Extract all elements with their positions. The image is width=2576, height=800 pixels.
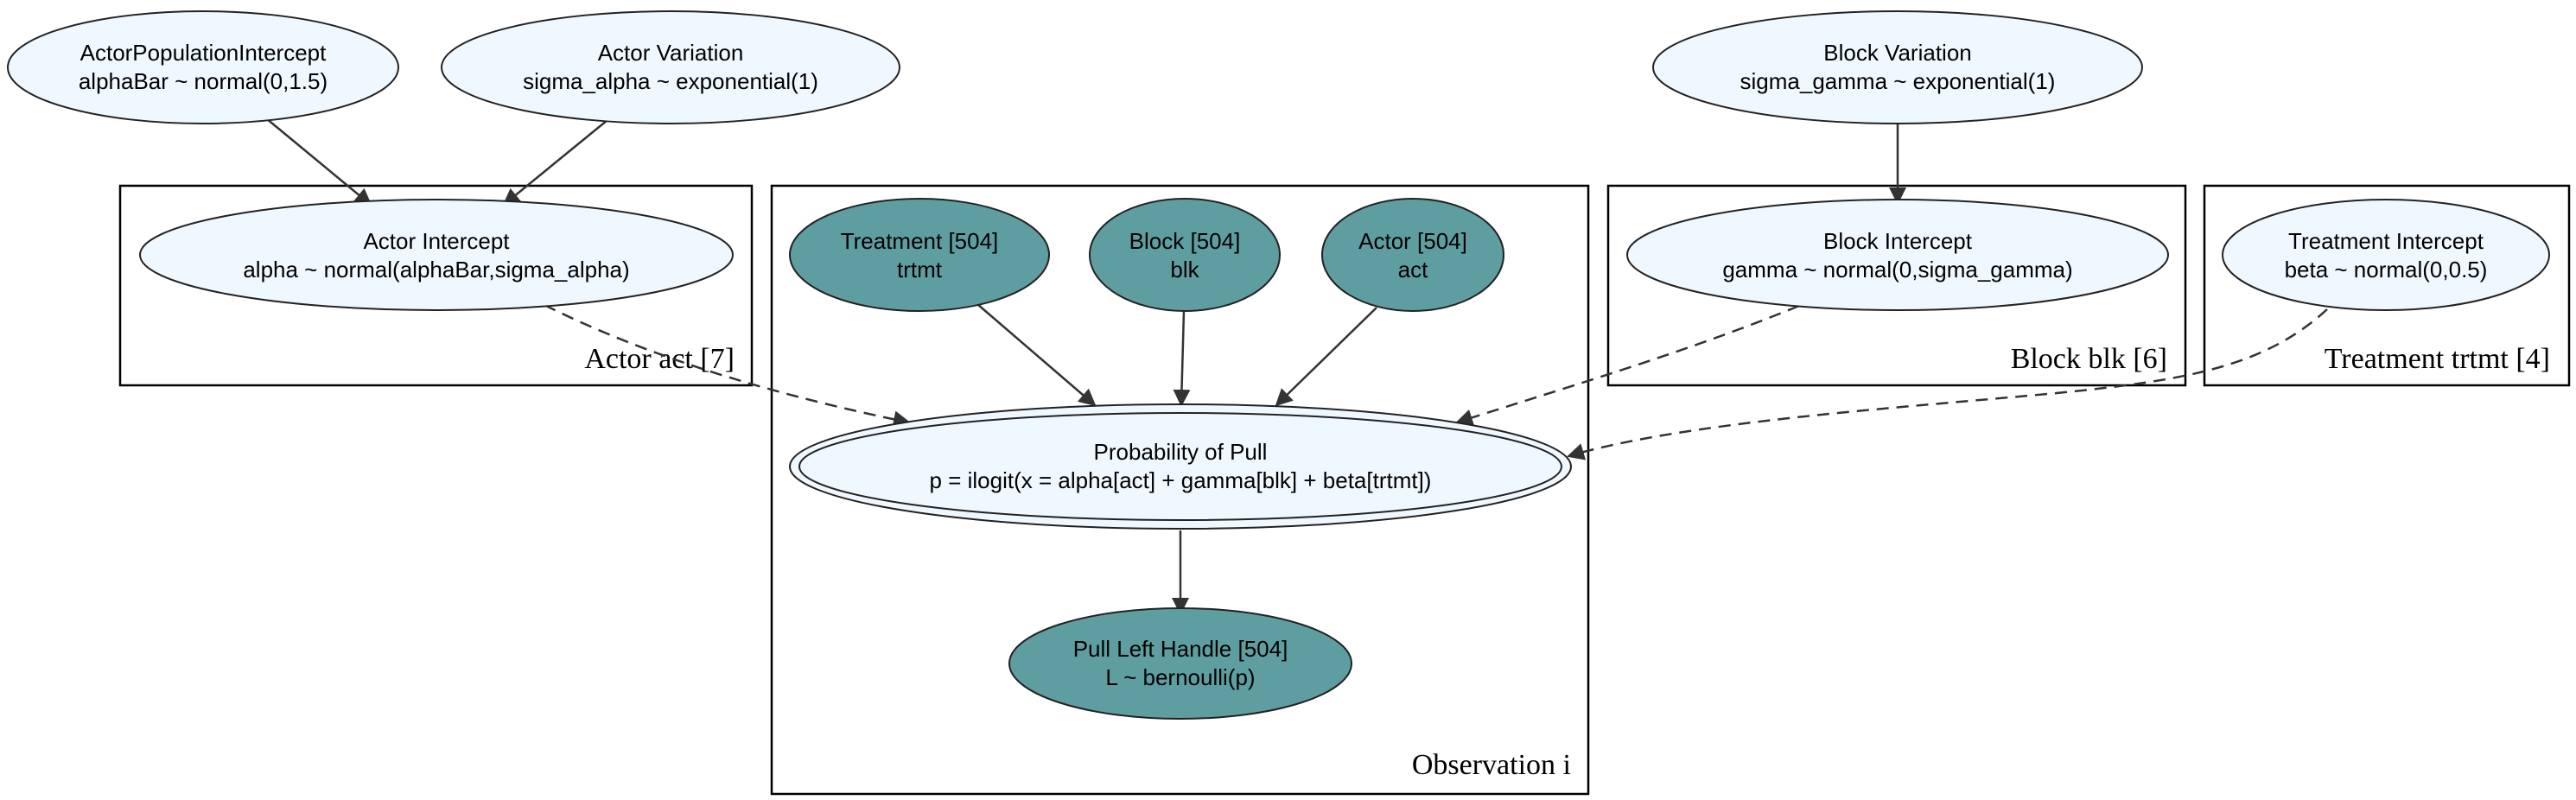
node-pull-left-handle: Pull Left Handle [504] L ~ bernoulli(p) xyxy=(1008,607,1352,720)
node-actor-population-intercept: ActorPopulationIntercept alphaBar ~ norm… xyxy=(7,10,399,124)
node-actor-variation-title: Actor Variation xyxy=(598,40,744,66)
node-actor-variation-formula: sigma_alpha ~ exponential(1) xyxy=(523,68,818,94)
node-actor-intercept-formula: alpha ~ normal(alphaBar,sigma_alpha) xyxy=(243,257,629,283)
node-treatment-intercept-title: Treatment Intercept xyxy=(2288,228,2484,254)
edge-block-to-probability xyxy=(1173,310,1191,407)
node-treatment-intercept-formula: beta ~ normal(0,0.5) xyxy=(2285,257,2488,283)
node-treatment-intercept: Treatment Intercept beta ~ normal(0,0.5) xyxy=(2222,199,2550,311)
node-block-intercept-title: Block Intercept xyxy=(1823,228,1973,254)
node-block-intercept: Block Intercept gamma ~ normal(0,sigma_g… xyxy=(1626,199,2169,311)
edge-block-intercept-to-probability xyxy=(1455,304,1800,427)
plate-block: Block blk [6] xyxy=(1606,184,2187,387)
node-pull-left-handle-formula: L ~ bernoulli(p) xyxy=(1105,664,1255,690)
node-block: Block [504] blk xyxy=(1089,198,1281,312)
node-actor-intercept: Actor Intercept alpha ~ normal(alphaBar,… xyxy=(139,199,734,311)
node-block-title: Block [504] xyxy=(1129,228,1241,254)
node-actor-population-intercept-title: ActorPopulationIntercept xyxy=(80,40,328,66)
node-treatment-variable: trtmt xyxy=(897,257,943,283)
node-block-variable: blk xyxy=(1170,257,1199,283)
plate-block-label: Block blk [6] xyxy=(2011,343,2167,375)
plate-treatment: Treatment trtmt [4] xyxy=(2203,184,2571,387)
edge-treatment-to-probability xyxy=(976,303,1097,407)
plate-actor-label: Actor act [7] xyxy=(584,343,735,375)
node-actor-title: Actor [504] xyxy=(1358,228,1467,254)
node-block-intercept-formula: gamma ~ normal(0,sigma_gamma) xyxy=(1722,257,2072,283)
node-actor-population-intercept-formula: alphaBar ~ normal(0,1.5) xyxy=(79,68,328,94)
edge-actor-population-to-actor-intercept xyxy=(265,117,372,206)
edge-actor-intercept-to-probability xyxy=(544,303,911,429)
node-probability-of-pull: Probability of Pull p = ilogit(x = alpha… xyxy=(789,403,1572,530)
node-actor: Actor [504] act xyxy=(1321,198,1504,312)
edge-treatment-intercept-to-probability xyxy=(1567,308,2328,460)
edge-actor-to-probability xyxy=(1275,307,1377,407)
node-actor-variable: act xyxy=(1398,257,1428,283)
node-block-variation: Block Variation sigma_gamma ~ exponentia… xyxy=(1652,10,2143,124)
node-treatment-title: Treatment [504] xyxy=(841,228,999,254)
edge-actor-variation-to-actor-intercept xyxy=(502,119,608,206)
node-probability-of-pull-title: Probability of Pull xyxy=(1094,439,1268,465)
plate-observation-label: Observation i xyxy=(1412,749,1571,781)
node-actor-intercept-title: Actor Intercept xyxy=(363,228,510,254)
plate-actor: Actor act [7] xyxy=(118,184,754,387)
plate-treatment-label: Treatment trtmt [4] xyxy=(2325,343,2550,375)
node-probability-of-pull-formula: p = ilogit(x = alpha[act] + gamma[blk] +… xyxy=(930,467,1432,493)
node-treatment: Treatment [504] trtmt xyxy=(789,198,1050,312)
node-block-variation-title: Block Variation xyxy=(1823,40,1972,66)
plate-observation: Observation i xyxy=(770,184,1590,796)
node-actor-variation: Actor Variation sigma_alpha ~ exponentia… xyxy=(441,10,900,124)
node-block-variation-formula: sigma_gamma ~ exponential(1) xyxy=(1740,68,2056,94)
node-pull-left-handle-title: Pull Left Handle [504] xyxy=(1073,636,1288,662)
